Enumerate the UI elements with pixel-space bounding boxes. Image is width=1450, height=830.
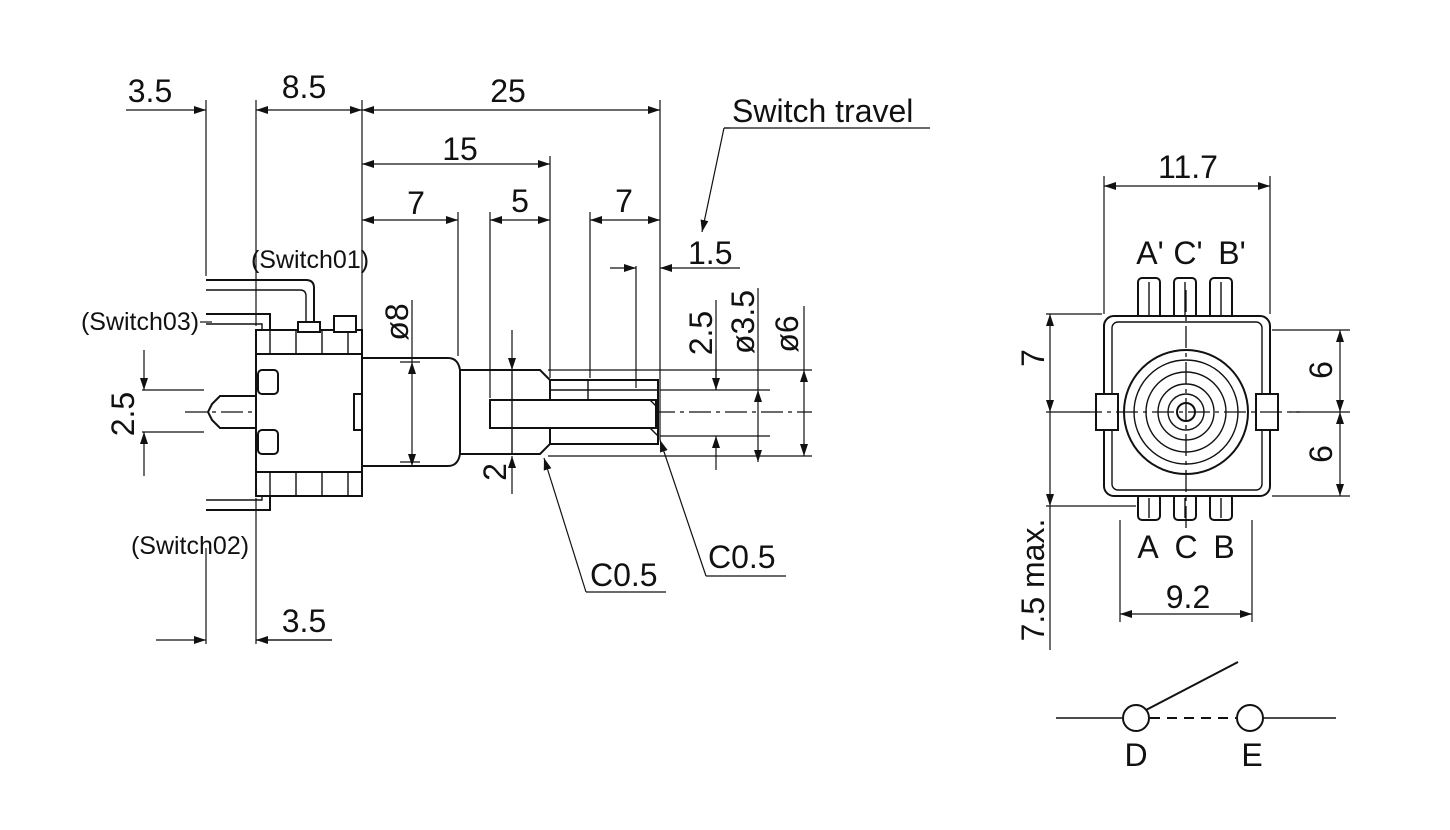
chamfer-right: C0.5: [708, 539, 776, 575]
side-view: 3.5 8.5 25 15 7 5 7 Switch travel 1.5 ø8…: [81, 69, 930, 644]
dim-8-5: 8.5: [282, 69, 326, 105]
terminal-d-label: D: [1124, 737, 1147, 773]
side-dimension-lines: [126, 106, 930, 644]
pin-label-c: C: [1174, 529, 1197, 565]
switch02-label: (Switch02): [131, 532, 249, 560]
dim-7-right: 7: [615, 183, 633, 219]
bushing: [361, 357, 461, 467]
pin-label-a-prime: A': [1136, 235, 1163, 271]
pin-label-b-prime: B': [1218, 235, 1245, 271]
switch-symbol: D E: [1056, 661, 1336, 773]
dim-dia-6: ø6: [769, 315, 805, 352]
terminal-switch01-inner: [206, 289, 307, 326]
terminal-switch02: [206, 496, 271, 511]
side-dimension-texts: 3.5 8.5 25 15 7 5 7 Switch travel 1.5 ø8…: [81, 69, 913, 639]
dim-5: 5: [511, 183, 529, 219]
terminal-e-circle: [1236, 704, 1264, 732]
front-view: 11.7 9.2 7 6 6 7.5 max. A' C' B' A C B: [1015, 149, 1350, 650]
dim-7-left: 7: [407, 185, 425, 221]
terminal-switch03-inner: [206, 323, 263, 334]
dim-dia-3-5: ø3.5: [725, 290, 761, 354]
chamfer-left: C0.5: [590, 557, 658, 593]
dim-3-5-bottom: 3.5: [282, 603, 326, 639]
dim-3-5-top: 3.5: [128, 73, 172, 109]
pin-label-c-prime: C': [1173, 235, 1202, 271]
terminal-center-pin: [206, 395, 256, 429]
dim-15: 15: [442, 131, 478, 167]
bottom-pins: [1137, 493, 1233, 521]
terminal-switch03: [206, 313, 271, 330]
dim-7-5-max: 7.5 max.: [1015, 519, 1051, 642]
dim-25: 25: [490, 73, 526, 109]
terminal-d-circle: [1122, 704, 1150, 732]
dim-6-bottom: 6: [1303, 445, 1339, 463]
dim-11-7: 11.7: [1158, 149, 1218, 185]
shaft: [459, 369, 659, 455]
switch-lever: [1145, 661, 1239, 711]
rear-housing: [255, 315, 363, 497]
dim-6-top: 6: [1303, 361, 1339, 379]
pin-label-b: B: [1213, 529, 1234, 565]
front-extension-lines: [1046, 176, 1350, 622]
dim-2-5-right: 2.5: [683, 311, 719, 355]
switch-travel-label: Switch travel: [732, 93, 913, 129]
dim-1-5: 1.5: [688, 235, 732, 271]
front-housing: [1103, 315, 1271, 497]
switch-terminals: [206, 279, 315, 511]
dim-2: 2: [477, 463, 513, 481]
terminal-switch01: [206, 279, 315, 326]
terminal-e-label: E: [1241, 737, 1262, 773]
dim-2-5-left: 2.5: [105, 392, 141, 436]
switch01-label: (Switch01): [251, 246, 369, 274]
top-pins: [1137, 277, 1233, 321]
switch03-label: (Switch03): [81, 308, 199, 336]
front-dimension-lines: [1046, 182, 1344, 650]
terminal-switch02-inner: [206, 492, 263, 501]
front-dimension-texts: 11.7 9.2 7 6 6 7.5 max. A' C' B' A C B: [1015, 149, 1339, 641]
dim-9-2: 9.2: [1166, 579, 1210, 615]
pin-label-a: A: [1137, 529, 1159, 565]
dim-dia-8: ø8: [379, 303, 415, 340]
dim-7-front: 7: [1015, 349, 1051, 367]
side-extension-lines: [142, 100, 812, 644]
